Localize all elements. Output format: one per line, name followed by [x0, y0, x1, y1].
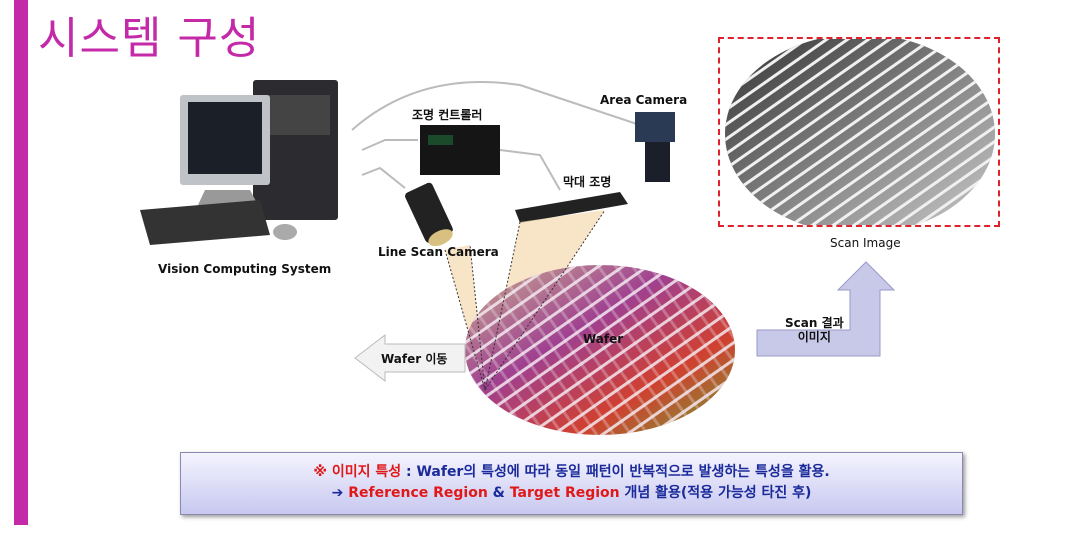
- scan-result-line2: 이미지: [797, 330, 831, 344]
- area-camera-icon: [635, 112, 675, 182]
- image-characteristics-note: ※ 이미지 특성 : Wafer의 특성에 따라 동일 패턴이 반복적으로 발생…: [180, 452, 963, 515]
- note-heading: 이미지 특성: [331, 464, 402, 480]
- target-region: Target Region: [509, 485, 620, 501]
- label-scan-image: Scan Image: [830, 236, 901, 250]
- beam-outline: [444, 209, 606, 391]
- label-wafer: Wafer: [583, 332, 624, 346]
- label-bar-light: 막대 조명: [563, 175, 612, 189]
- computer-icon: [140, 80, 338, 245]
- note-line-2: ➔ Reference Region & Target Region 개념 활용…: [181, 483, 962, 504]
- scan-image: [725, 39, 995, 225]
- label-vision-system: Vision Computing System: [158, 262, 332, 276]
- scan-result-line1: Scan 결과: [785, 316, 844, 330]
- label-light-controller: 조명 컨트롤러: [412, 108, 483, 122]
- line-scan-camera-icon: [405, 182, 453, 247]
- page-title: 시스템 구성: [38, 13, 261, 64]
- scan-image-box: [718, 37, 1000, 227]
- light-controller-icon: [420, 125, 500, 175]
- accent-bar: [14, 0, 28, 525]
- label-area-camera: Area Camera: [600, 93, 688, 107]
- bar-light-icon: [515, 192, 628, 223]
- note-line-1: ※ 이미지 특성 : Wafer의 특성에 따라 동일 패턴이 반복적으로 발생…: [181, 462, 962, 483]
- note-amp: &: [487, 485, 510, 501]
- note-mark: ※: [313, 464, 332, 480]
- note-text-1: : Wafer의 특성에 따라 동일 패턴이 반복적으로 발생하는 특성을 활용…: [401, 464, 830, 480]
- wafer-move-arrow: [354, 333, 466, 383]
- note-text-2: 개념 활용(적용 가능성 타진 후): [619, 485, 812, 501]
- label-line-scan-camera: Line Scan Camera: [378, 245, 499, 259]
- label-scan-result: Scan 결과 이미지: [785, 316, 844, 344]
- cables: [351, 81, 641, 191]
- label-wafer-move: Wafer 이동: [381, 352, 448, 366]
- scan-result-arrow: [756, 261, 896, 357]
- reference-region: Reference Region: [348, 485, 488, 501]
- wafer-image: [465, 265, 735, 435]
- arrow-icon: ➔: [331, 485, 349, 501]
